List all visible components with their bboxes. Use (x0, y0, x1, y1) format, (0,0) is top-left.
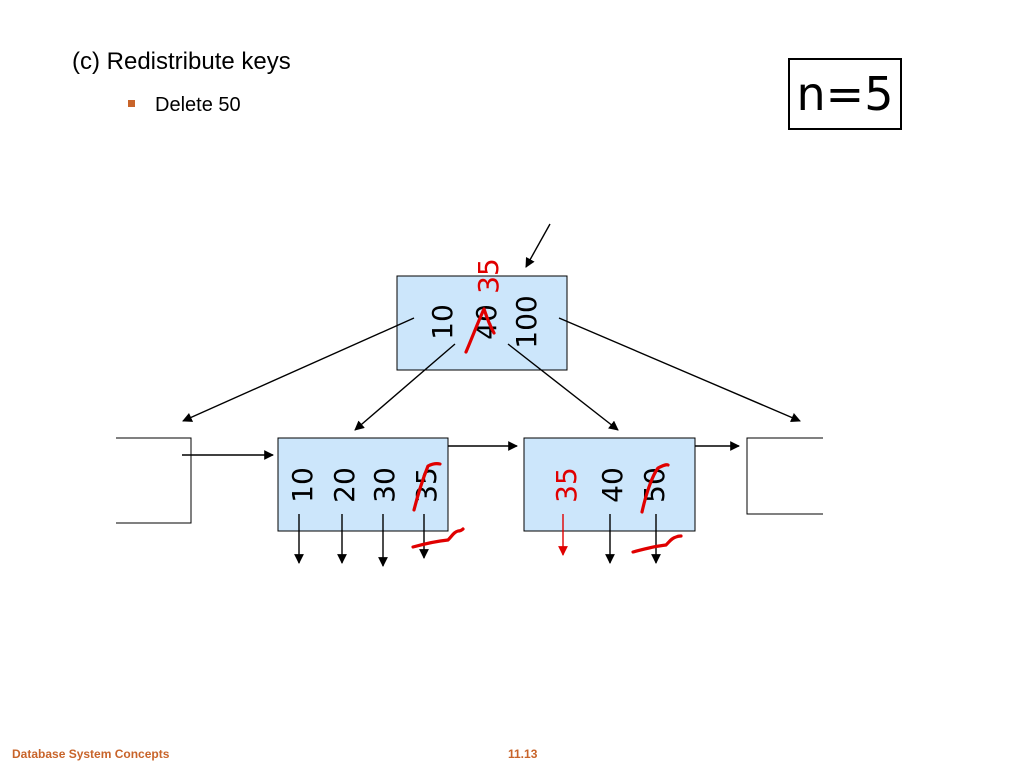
right-leaf-pointer-strike-mark (631, 534, 683, 554)
bullet-square-icon (128, 100, 135, 108)
left-leaf-key-3: 30 (368, 467, 401, 503)
left-leaf-pointer-strike-mark (411, 527, 465, 549)
left-leaf-key-2: 20 (328, 467, 361, 503)
root-pointer-0-arrow (182, 317, 415, 422)
root-node (396, 275, 568, 371)
order-label-box: n=5 (788, 58, 902, 130)
root-pointer-3-arrow (558, 317, 801, 423)
right-leaf-strike-mark (640, 463, 670, 514)
root-key-3: 100 (510, 295, 543, 348)
left-leaf-key-1: 10 (286, 467, 319, 503)
footer-slide-number: 11.13 (508, 747, 538, 761)
root-pointer-1-arrow (354, 343, 456, 431)
bullet-item: Delete 50 (128, 94, 241, 117)
root-inserted-key: 35 (472, 258, 505, 294)
root-key-2: 40 (470, 304, 503, 340)
bullet-text: Delete 50 (155, 94, 241, 116)
root-pointer-2-arrow (507, 343, 619, 431)
root-parent-pointer-arrow (525, 223, 551, 268)
left-leaf-strike-mark (412, 462, 442, 512)
root-key-1: 10 (426, 304, 459, 340)
right-leaf-key-1: 35 (550, 467, 583, 503)
footer-book-title: Database System Concepts (12, 747, 170, 761)
right-leaf-key-2: 40 (596, 467, 629, 503)
far-left-leaf-stub (116, 437, 192, 524)
order-label: n=5 (796, 67, 894, 121)
far-right-leaf-stub (746, 437, 823, 515)
root-strike-mark (464, 307, 496, 354)
slide-heading: (c) Redistribute keys (72, 48, 291, 75)
